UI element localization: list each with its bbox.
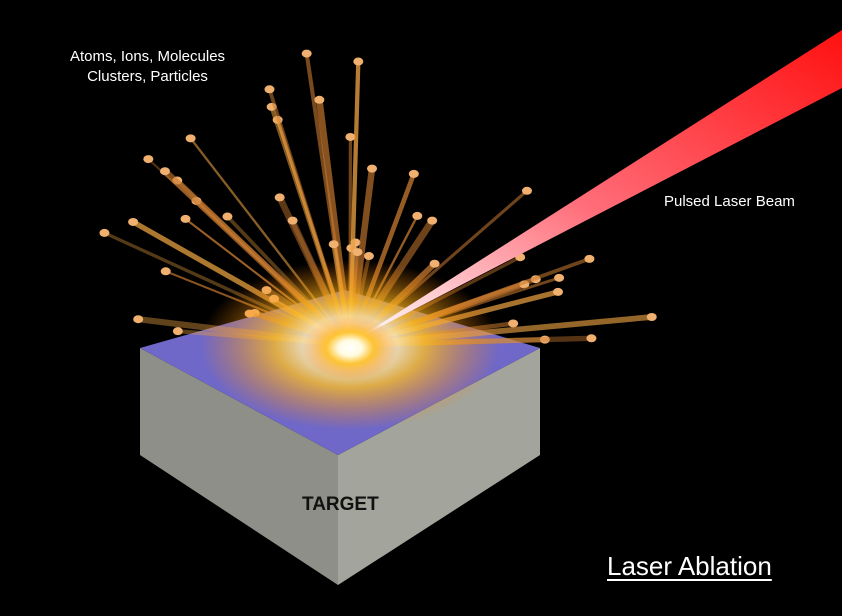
particle [508,319,519,328]
particle [301,49,312,58]
particle [185,134,196,143]
ablation-flash [302,316,398,380]
particle [363,252,374,261]
particle [99,228,110,237]
particle [552,287,563,296]
particle [128,217,139,226]
particle [345,132,356,141]
particle [367,164,378,173]
particle [408,169,419,178]
target-right-face [338,348,540,585]
particle [143,155,154,164]
particle [554,273,565,282]
particle [539,335,550,344]
particle [412,211,423,220]
particle [353,57,364,66]
particles-label-line1: Atoms, Ions, Molecules [69,48,226,65]
particle [264,85,275,94]
particle [646,312,657,321]
laser-beam [355,30,842,340]
particle [159,167,170,176]
particle [274,193,285,202]
particle [427,216,438,225]
particle [352,248,363,257]
particle [287,216,298,225]
particle [172,327,183,336]
particle [314,95,325,104]
particle [222,212,233,221]
particles-label: Atoms, Ions, Molecules Clusters, Particl… [40,47,255,87]
particle [586,334,597,343]
laser-beam-label: Pulsed Laser Beam [664,193,795,210]
particle [429,259,440,268]
diagram-title: Laser Ablation [607,551,772,581]
particle [521,186,532,195]
particles-label-line2: Clusters, Particles [87,68,208,85]
particle [160,267,171,276]
target-left-face [140,348,338,585]
particle [180,214,191,223]
particle [133,315,144,324]
target-label: TARGET [302,494,379,515]
particle [328,240,339,249]
particle [584,254,595,263]
